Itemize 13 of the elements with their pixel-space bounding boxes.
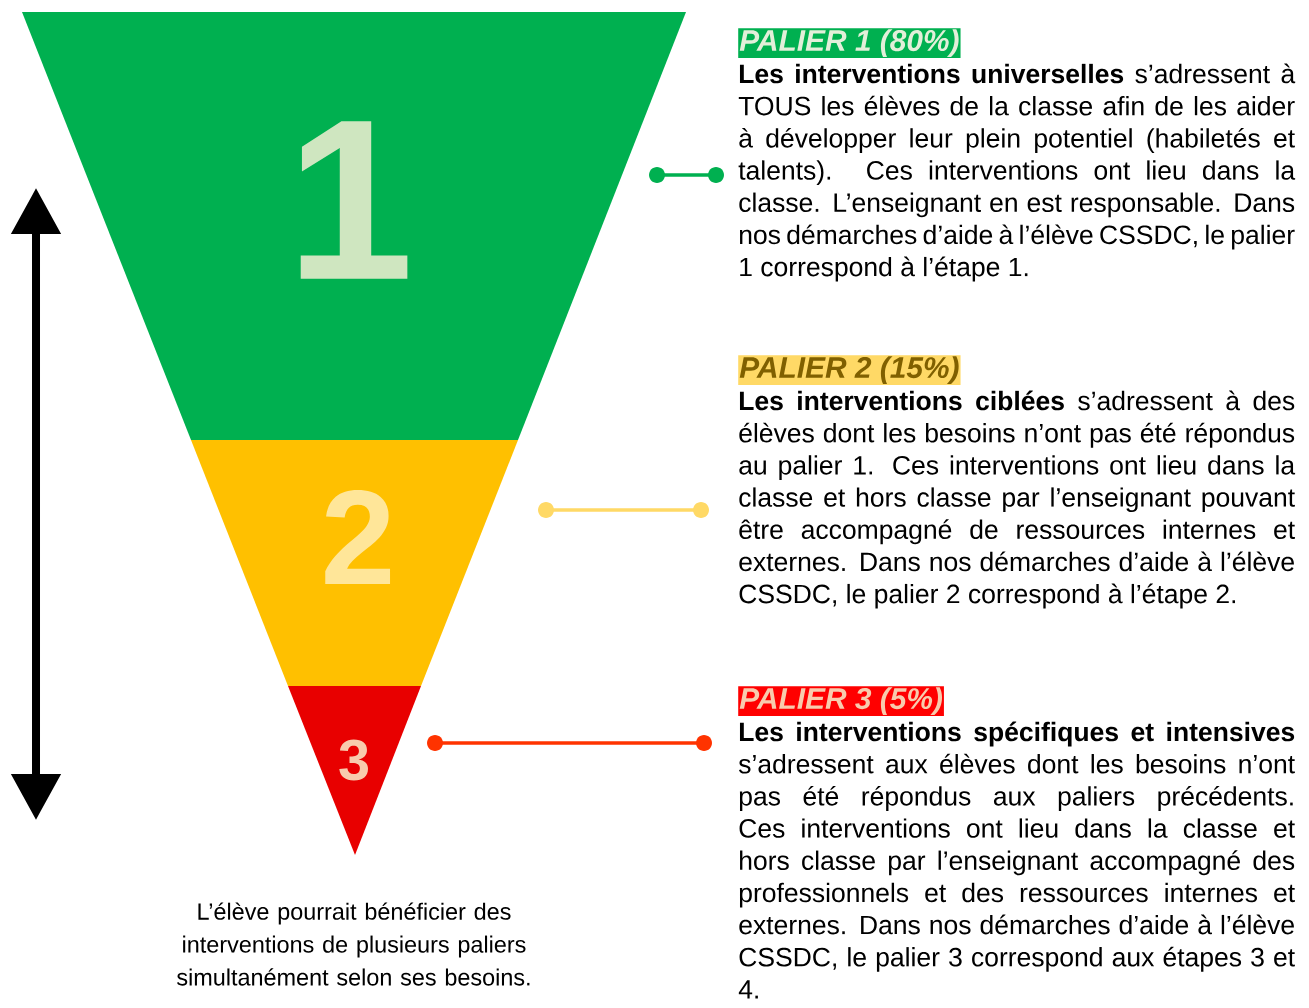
leader-line [427, 735, 712, 751]
tier-heading: PALIER 2 (15%) [738, 355, 961, 386]
leader-line [649, 167, 724, 183]
tier-heading: PALIER 3 (5%) [738, 686, 944, 717]
description-text: Les interventions universelles s’adressent à TOUS les élèves de la classe afin de les aider à développer leur plein potentiel (habiletés et talents). Ces interventions ont lieu dans la classe. L’enseignant en est responsable. Dans nos démarches d’aide à l’élève CSSDC, le palier 1 correspond à l’étape 1. [738, 63, 1296, 282]
pyramid-band: 2 [191, 440, 518, 686]
description-text: Les interventions ciblées s’adressent à des élèves dont les besoins n’ont pas été répondus au palier 1. Ces interventions ont lieu dans la classe et hors classe par l’enseignant pouvant être accompagné de ressources internes et externes. Dans nos démarches d’aide à l’élève CSSDC, le palier 2 correspond à l’étape 2. [739, 390, 1296, 609]
description-text: Les interventions spécifiques et intensives s’adressent aux élèves dont les besoins n’ont pas été répondus aux paliers précédents. Ces interventions ont lieu dans la classe et hors classe par l’enseignant accompagné des professionnels et des ressources internes et externes. Dans nos démarches d’aide à l’élève CSSDC, le palier 3 correspond aux étapes 3 et 4. [738, 721, 1295, 999]
leader-line [538, 502, 709, 518]
pyramid-band: 3 [288, 686, 421, 855]
caption-text: L’élève pourrait bénéficier des interventions de plusieurs paliers simultanément selon ses besoins. [177, 902, 530, 986]
tier-heading: PALIER 1 (80%) [738, 28, 961, 59]
pyramid-band: 1 [22, 12, 686, 440]
